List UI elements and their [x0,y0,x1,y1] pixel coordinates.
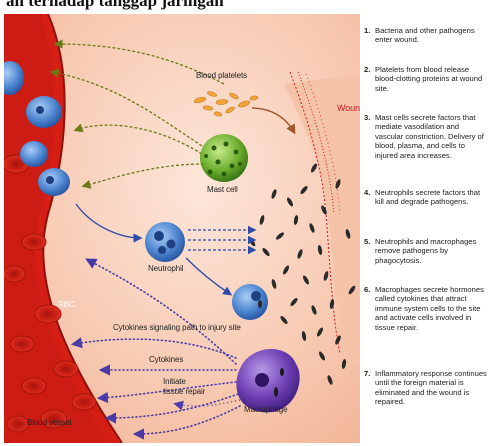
wound-label: Wound [337,103,360,113]
clipped-page-title: ah terhadap tanggap jaringan [6,0,224,11]
process-step: 3. Mast cells secrete factors that media… [364,113,489,160]
step-number: 3. [364,113,370,122]
blood-platelets-label: Blood platelets [196,71,247,80]
cytokines-label: Cytokines [149,355,183,364]
process-step: 6. Macrophages secrete hormones called c… [364,285,489,332]
step-number: 2. [364,65,370,74]
step-text: Mast cells secrete factors that mediate … [364,113,489,160]
mast-cell-shape [200,134,248,182]
process-step: 4. Neutrophils secrete factors that kill… [364,188,489,207]
step-text: Inflammatory response continues until th… [364,369,489,407]
neutrophil-shape [145,222,185,262]
mast-cell-label: Mast cell [207,185,238,194]
inflammation-diagram: Blood platelets Wound Mast cell Neutroph… [4,14,360,443]
cytokines-path-label: Cytokines signaling path to injury site [113,323,241,332]
process-step: 2. Platelets from blood release blood-cl… [364,65,489,93]
process-step: 1. Bacteria and other pathogens enter wo… [364,26,489,45]
step-number: 1. [364,26,370,35]
step-number: 7. [364,369,370,378]
process-step: 5. Neutrophils and macrophages remove pa… [364,237,489,265]
step-text: Neutrophils and macrophages remove patho… [364,237,489,265]
macrophage-label: Macrophage [244,405,287,414]
blood-vessel-label: Blood vessel [27,418,71,427]
initiate-repair-label: Initiate tissue repair [163,377,205,397]
step-number: 5. [364,237,370,246]
step-number: 6. [364,285,370,294]
step-text: Platelets from blood release blood-clott… [364,65,489,93]
step-text: Macrophages secrete hormones called cyto… [364,285,489,332]
rbc-label: RBC [58,300,75,309]
step-text: Bacteria and other pathogens enter wound… [364,26,489,45]
step-number: 4. [364,188,370,197]
step-text: Neutrophils secrete factors that kill an… [364,188,489,207]
process-step: 7. Inflammatory response continues until… [364,369,489,407]
neutrophil-label: Neutrophil [148,264,183,273]
phagocytic-neutrophil-shape [232,284,268,320]
